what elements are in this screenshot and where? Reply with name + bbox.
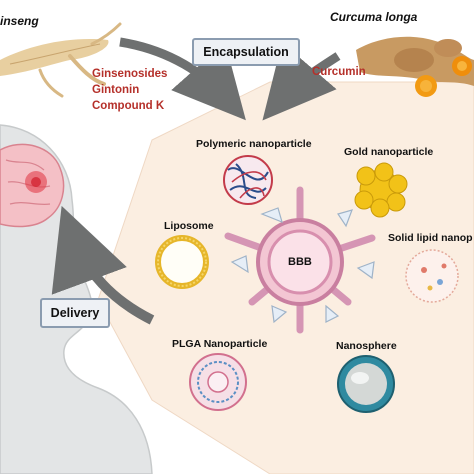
plga-nanoparticle-image <box>189 353 247 411</box>
label-solid-lipid-nanoparticle: Solid lipid nanop <box>388 232 473 244</box>
label-liposome: Liposome <box>164 220 214 232</box>
arrow-ginseng-to-center <box>119 37 246 121</box>
compound-gintonin: Gintonin <box>92 84 140 96</box>
turmeric-image <box>356 36 474 97</box>
liposome-image <box>155 235 209 289</box>
label-plga-nanoparticle: PLGA Nanoparticle <box>172 338 268 350</box>
compound-curcumin: Curcumin <box>312 66 366 78</box>
ginseng-root-image <box>0 22 122 98</box>
curcuma-name: Curcuma longa <box>330 10 418 24</box>
label-polymeric-nanoparticle: Polymeric nanoparticle <box>196 138 312 150</box>
encapsulation-box: Encapsulation <box>192 38 300 66</box>
bbb-vessel-diagram <box>224 186 376 334</box>
gold-nanoparticle-image <box>354 162 408 218</box>
label-gold-nanoparticle: Gold nanoparticle <box>344 146 434 158</box>
arrow-turmeric-to-center <box>262 42 341 121</box>
delivery-box: Delivery <box>40 298 110 328</box>
polymeric-nanoparticle-image <box>223 155 273 205</box>
solid-lipid-nanoparticle-image <box>405 249 459 303</box>
bbb-label: BBB <box>288 256 312 268</box>
arrow-delivery-to-brain <box>51 205 155 325</box>
compound-k: Compound K <box>92 100 165 112</box>
brain-illustration <box>0 143 65 228</box>
label-nanosphere: Nanosphere <box>336 340 397 352</box>
nanosphere-image <box>337 355 395 413</box>
compound-ginsenosides: Ginsenosides <box>92 68 168 80</box>
ginseng-name: inseng <box>0 14 39 28</box>
